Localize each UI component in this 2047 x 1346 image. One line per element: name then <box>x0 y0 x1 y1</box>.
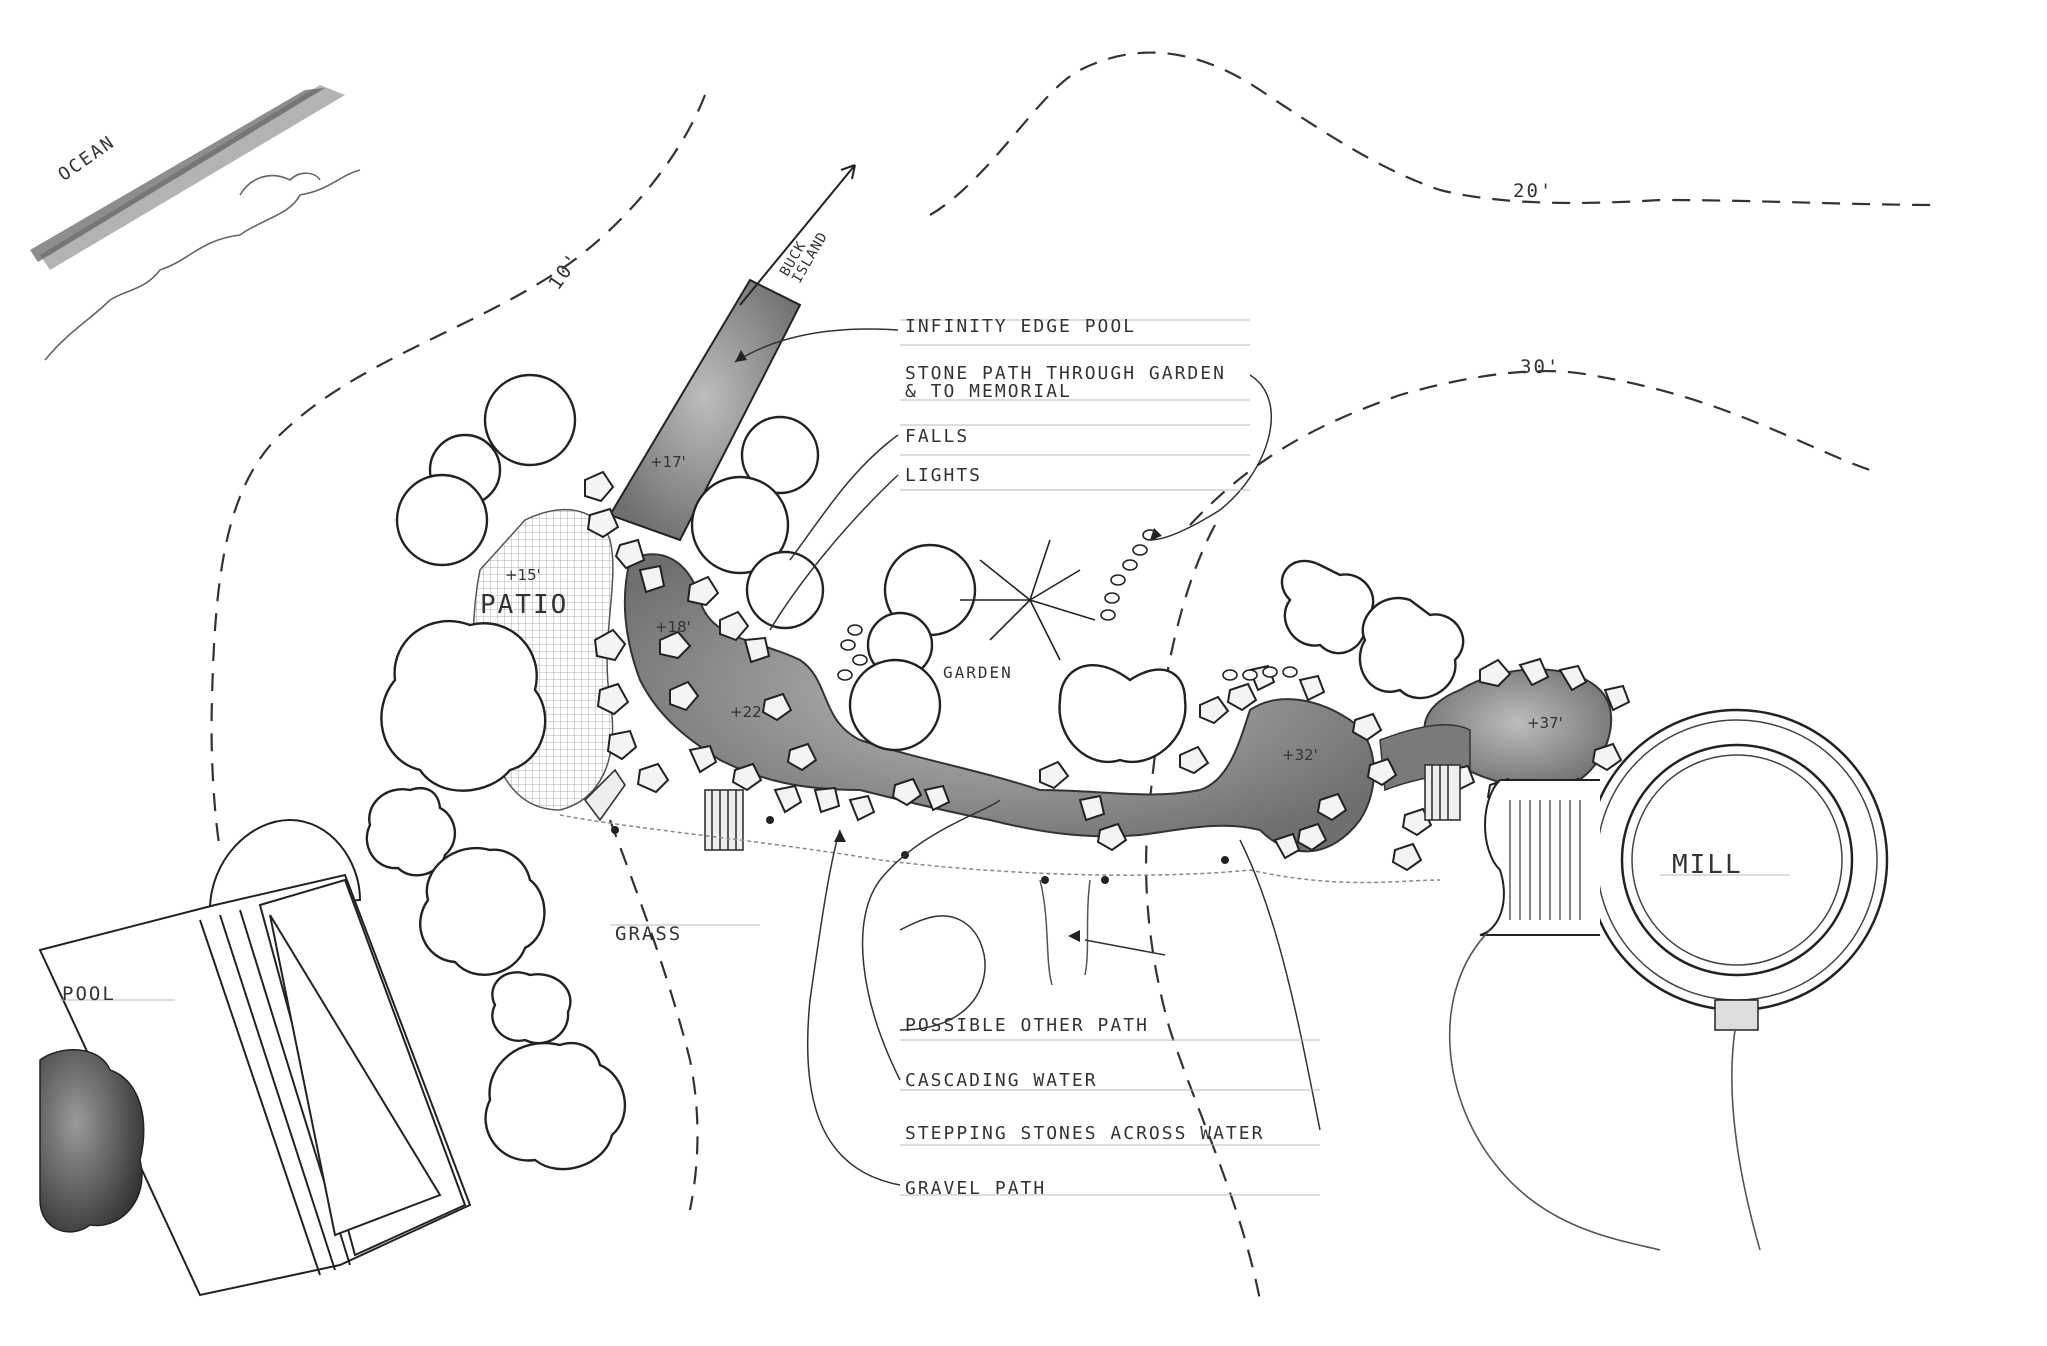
callout-stone-path-1: STONE PATH THROUGH GARDEN <box>905 363 1226 384</box>
callout-stepping-stones: STEPPING STONES ACROSS WATER <box>905 1123 1265 1144</box>
grass-label: GRASS <box>615 923 683 945</box>
possible-other-path <box>1039 879 1091 986</box>
garden-label: GARDEN <box>943 663 1013 682</box>
elev-upper-pond: +18' <box>655 618 691 636</box>
pool <box>39 1049 145 1233</box>
elev-pond-32: +32' <box>1282 746 1318 764</box>
mill <box>1479 708 1889 1031</box>
callout-falls: FALLS <box>905 426 970 447</box>
leader-lines <box>734 328 1321 1186</box>
infinity-edge-pool <box>608 278 802 542</box>
palm-tree <box>960 539 1096 661</box>
grass-edge <box>559 814 1441 884</box>
contour-lines <box>210 51 1941 1301</box>
patio-label: PATIO <box>480 590 569 620</box>
buck-island-arrow <box>739 164 856 306</box>
arrow-heads <box>735 350 1162 942</box>
contour-20-label: 20' <box>1513 180 1554 202</box>
trees-left <box>365 619 627 1171</box>
callout-cascading-water: CASCADING WATER <box>905 1070 1098 1091</box>
elev-pond-37: +37' <box>1527 714 1563 732</box>
callout-stone-path-2: & TO MEMORIAL <box>905 381 1072 402</box>
ocean <box>30 85 361 361</box>
callout-possible-other-path: POSSIBLE OTHER PATH <box>905 1015 1149 1036</box>
pool-house <box>38 818 472 1297</box>
mill-label: MILL <box>1672 850 1743 880</box>
falls <box>583 764 1461 851</box>
elev-pond-22: +22' <box>730 703 766 721</box>
pool-label: POOL <box>62 983 116 1005</box>
trees <box>395 373 1465 764</box>
mill-path <box>1448 929 1761 1251</box>
contour-30-label: 30' <box>1520 356 1561 378</box>
callout-gravel-path: GRAVEL PATH <box>905 1178 1047 1199</box>
callout-infinity-edge-pool: INFINITY EDGE POOL <box>905 316 1137 337</box>
elev-infinity-pool: +17' <box>650 453 686 471</box>
elev-patio: +15' <box>505 566 541 584</box>
callout-lights: LIGHTS <box>905 465 983 486</box>
label-rules <box>60 319 1790 1196</box>
